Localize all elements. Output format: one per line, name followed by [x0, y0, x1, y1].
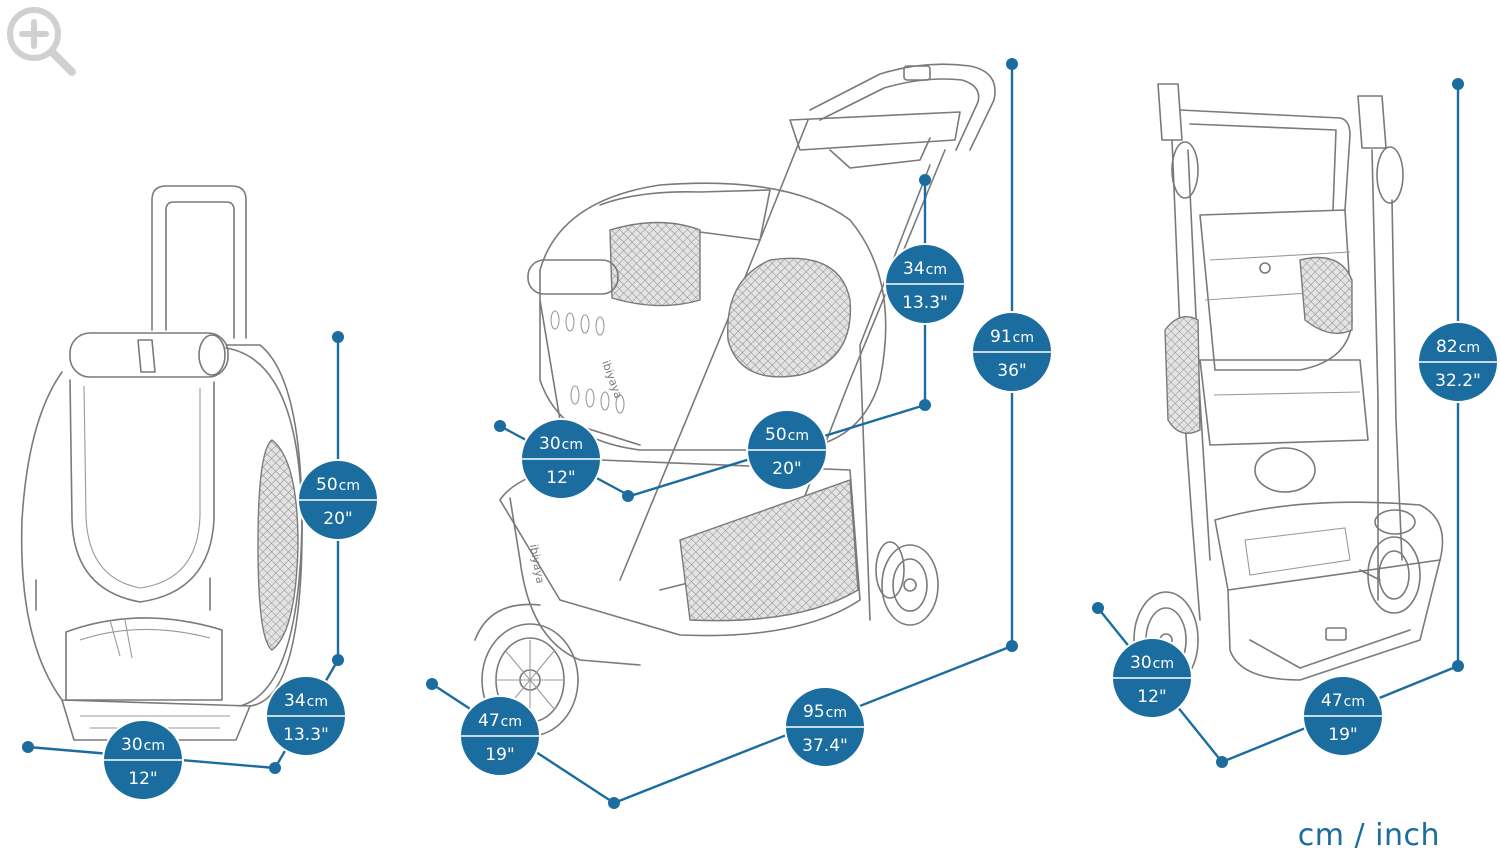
svg-text:34cm: 34cm: [284, 691, 328, 711]
badge-cm-value: 30: [1130, 653, 1152, 673]
badge-inch-value: 37.4": [802, 736, 848, 756]
badge-folded-width: 47cm 19": [1302, 675, 1384, 757]
badge-cm-value: 34: [284, 691, 306, 711]
svg-text:95cm: 95cm: [803, 702, 847, 722]
badge-stroller-carrier-width: 30cm 12": [520, 418, 602, 500]
badge-inch-value: 20": [772, 459, 801, 479]
badge-carrier-width: 30cm 12": [102, 719, 184, 801]
badge-cm-value: 91: [990, 327, 1012, 347]
badge-cm-value: 30: [121, 735, 143, 755]
svg-text:82cm: 82cm: [1436, 337, 1480, 357]
svg-text:30cm: 30cm: [1130, 653, 1174, 673]
badge-folded-depth: 30cm 12": [1111, 637, 1193, 719]
svg-text:91cm: 91cm: [990, 327, 1034, 347]
svg-text:30cm: 30cm: [539, 434, 583, 454]
svg-text:50cm: 50cm: [316, 475, 360, 495]
badge-inch-value: 13.3": [902, 293, 948, 313]
badge-inch-value: 20": [323, 509, 352, 529]
badge-cm-value: 47: [1321, 691, 1343, 711]
badge-cm-value: 47: [478, 711, 500, 731]
badge-inch-value: 19": [485, 745, 514, 765]
badge-inch-value: 13.3": [283, 725, 329, 745]
badge-stroller-length: 95cm 37.4": [784, 686, 866, 768]
folded-stroller-drawing: [1133, 83, 1444, 689]
badge-cm-value: 50: [316, 475, 338, 495]
badge-stroller-carrier-length: 50cm 20": [746, 409, 828, 491]
stroller-dimension-lines: [426, 58, 1018, 809]
units-label: cm / inch: [1297, 818, 1440, 853]
svg-text:47cm: 47cm: [478, 711, 522, 731]
badge-cm-value: 30: [539, 434, 561, 454]
svg-text:50cm: 50cm: [765, 425, 809, 445]
badge-inch-value: 36": [997, 361, 1026, 381]
badge-stroller-width: 47cm 19": [459, 695, 541, 777]
badge-inch-value: 12": [1137, 687, 1166, 707]
badge-stroller-total-height: 91cm 36": [971, 311, 1053, 393]
badge-cm-value: 34: [903, 259, 925, 279]
zoom-in-button[interactable]: [0, 0, 80, 80]
badge-inch-value: 12": [128, 769, 157, 789]
zoom-in-icon: [7, 7, 76, 76]
badge-cm-value: 82: [1436, 337, 1458, 357]
svg-text:30cm: 30cm: [121, 735, 165, 755]
badge-cm-value: 50: [765, 425, 787, 445]
svg-text:47cm: 47cm: [1321, 691, 1365, 711]
carrier-backpack-drawing: [20, 185, 303, 741]
badge-inch-value: 12": [546, 468, 575, 488]
badge-folded-height: 82cm 32.2": [1417, 321, 1499, 403]
svg-text:34cm: 34cm: [903, 259, 947, 279]
badge-inch-value: 19": [1328, 725, 1357, 745]
brand-text-stroller: ibiyaya: [527, 543, 547, 584]
badge-carrier-height: 50cm 20": [297, 459, 379, 541]
badge-cm-value: 95: [803, 702, 825, 722]
stroller-drawing: ibiyaya ibiyaya: [474, 63, 996, 737]
badge-stroller-carrier-height: 34cm 13.3": [884, 243, 966, 325]
badge-inch-value: 32.2": [1435, 371, 1481, 391]
badge-carrier-depth: 34cm 13.3": [265, 675, 347, 757]
